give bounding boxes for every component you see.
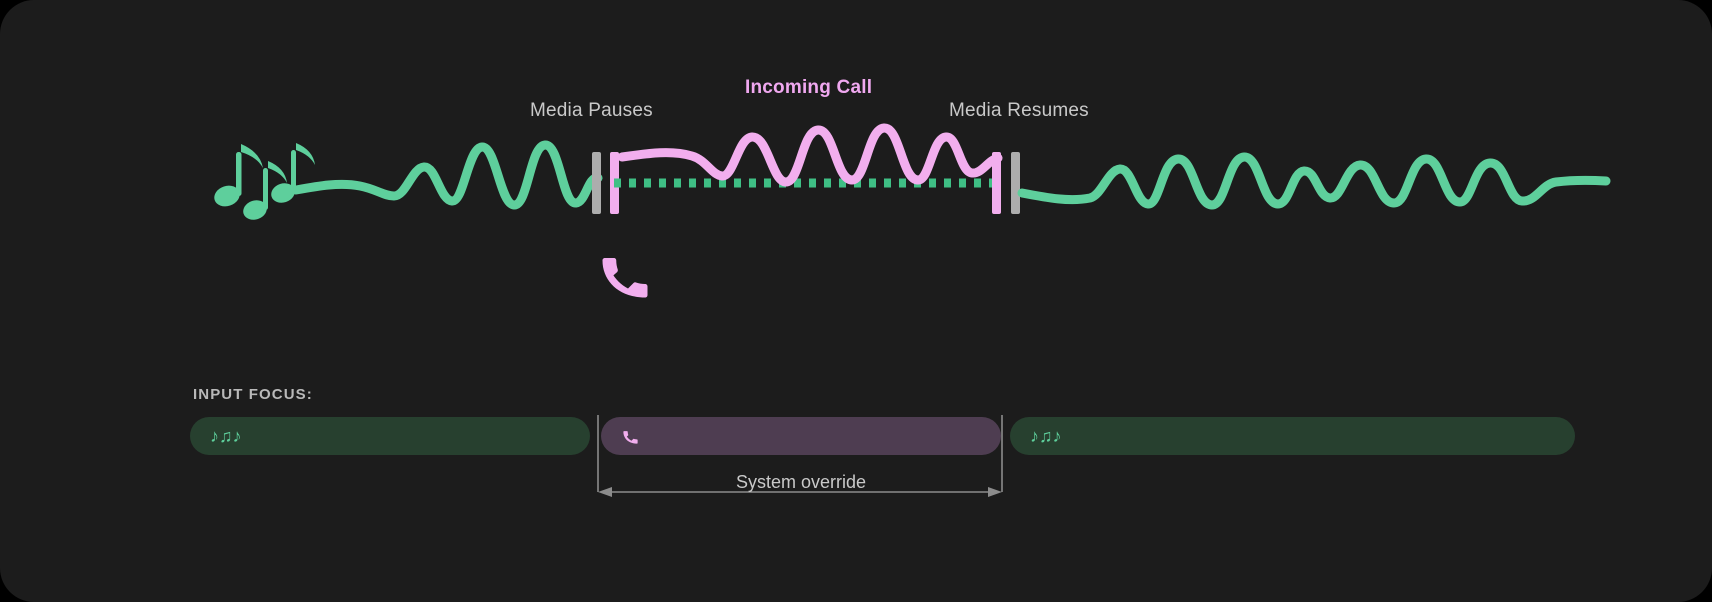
label-incoming-call: Incoming Call xyxy=(745,77,873,98)
focus-bar-call[interactable] xyxy=(601,417,1001,455)
music-notes-icon xyxy=(214,143,315,220)
call-waveform xyxy=(617,123,1003,187)
phone-icon xyxy=(623,430,638,444)
timeline-waveform-graphic xyxy=(214,123,1611,220)
call-end-marker xyxy=(992,152,1001,214)
music-notes-icon: ♪♫♪ xyxy=(1030,426,1062,446)
phone-icon xyxy=(602,258,648,298)
system-override-bracket xyxy=(597,415,1003,497)
label-media-pauses: Media Pauses xyxy=(530,100,653,121)
music-notes-icon: ♪♫♪ xyxy=(210,426,242,446)
media-pause-marker xyxy=(592,152,601,214)
focus-bar-media-right[interactable]: ♪♫♪ xyxy=(1010,417,1575,455)
system-override-caption: System override xyxy=(735,472,867,492)
timeline-stage: Media Pauses Incoming Call Media Resumes xyxy=(214,77,1611,298)
override-arrow-head-right xyxy=(988,487,1002,497)
media-waveform-before xyxy=(291,140,603,210)
input-focus-section: INPUT FOCUS: ♪♫♪ ♪♫♪ System override xyxy=(0,320,1712,602)
media-waveform-after xyxy=(1017,152,1611,210)
label-media-resumes: Media Resumes xyxy=(949,100,1089,121)
media-resume-marker xyxy=(1011,152,1020,214)
override-arrow-head-left xyxy=(598,487,612,497)
input-focus-title: INPUT FOCUS: xyxy=(193,386,313,403)
focus-bar-media-left[interactable]: ♪♫♪ xyxy=(190,417,590,455)
